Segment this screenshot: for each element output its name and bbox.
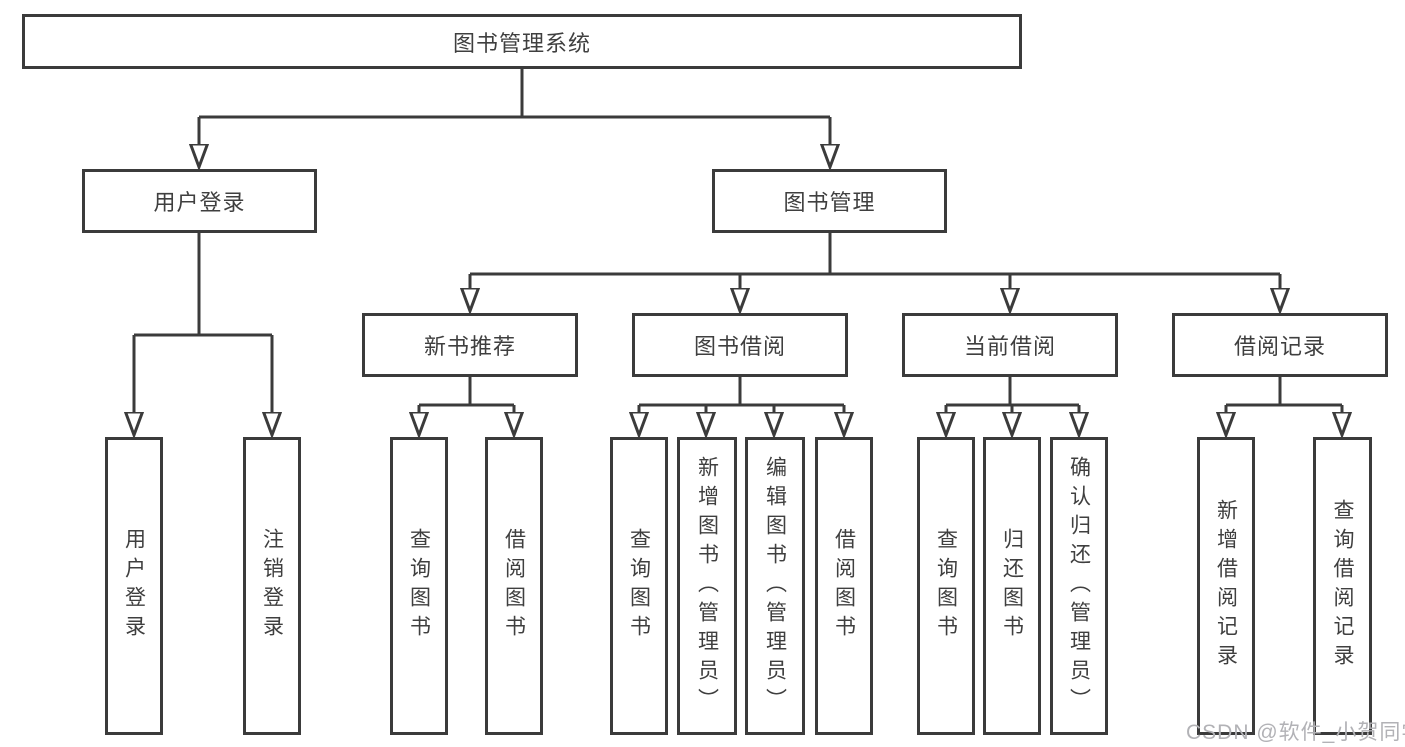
- node-recommend-borrow-books-label: 借阅图书: [502, 528, 526, 644]
- node-add-borrow-record: 新增借阅记录: [1197, 437, 1255, 735]
- node-book-management-label: 图书管理: [783, 190, 876, 215]
- node-current-borrowing: 当前借阅: [902, 313, 1118, 377]
- node-confirm-return-admin-label: 确认归还（管理员）: [1067, 455, 1091, 717]
- node-system-root-label: 图书管理系统: [452, 30, 591, 56]
- node-query-borrow-record: 查询借阅记录: [1313, 437, 1372, 735]
- node-user-login: 用户登录: [82, 169, 317, 233]
- node-add-book-admin: 新增图书（管理员）: [677, 437, 737, 735]
- node-book-borrowing: 图书借阅: [632, 313, 848, 377]
- node-logout-action-label: 注销登录: [260, 528, 284, 644]
- node-system-root: 图书管理系统: [22, 14, 1022, 69]
- node-new-book-recommend: 新书推荐: [362, 313, 578, 377]
- node-return-books-label: 归还图书: [1000, 528, 1024, 644]
- node-current-query-books: 查询图书: [917, 437, 975, 735]
- node-confirm-return-admin: 确认归还（管理员）: [1050, 437, 1108, 735]
- node-borrowing-borrow-books: 借阅图书: [815, 437, 873, 735]
- node-edit-book-admin: 编辑图书（管理员）: [745, 437, 805, 735]
- node-borrowing-records: 借阅记录: [1172, 313, 1388, 377]
- node-book-management: 图书管理: [712, 169, 947, 233]
- node-add-book-admin-label: 新增图书（管理员）: [695, 455, 719, 717]
- node-borrowing-records-label: 借阅记录: [1233, 334, 1326, 359]
- node-add-borrow-record-label: 新增借阅记录: [1214, 499, 1238, 673]
- node-borrowing-borrow-books-label: 借阅图书: [832, 528, 856, 644]
- node-query-borrow-record-label: 查询借阅记录: [1331, 499, 1354, 673]
- node-recommend-borrow-books: 借阅图书: [485, 437, 543, 735]
- csdn-watermark: CSDN @软件_小贺同学: [1186, 721, 1405, 744]
- node-current-query-books-label: 查询图书: [934, 528, 958, 644]
- node-recommend-query-books: 查询图书: [390, 437, 448, 735]
- node-logout-action: 注销登录: [243, 437, 301, 735]
- node-return-books: 归还图书: [983, 437, 1041, 735]
- node-user-login-action-label: 用户登录: [122, 528, 146, 644]
- node-borrowing-query-books-label: 查询图书: [627, 528, 651, 644]
- node-user-login-action: 用户登录: [105, 437, 163, 735]
- node-edit-book-admin-label: 编辑图书（管理员）: [763, 455, 787, 717]
- node-current-borrowing-label: 当前借阅: [963, 334, 1056, 359]
- node-new-book-recommend-label: 新书推荐: [423, 334, 516, 359]
- node-book-borrowing-label: 图书借阅: [693, 334, 786, 359]
- node-user-login-label: 用户登录: [153, 190, 246, 215]
- node-recommend-query-books-label: 查询图书: [407, 528, 431, 644]
- node-borrowing-query-books: 查询图书: [610, 437, 668, 735]
